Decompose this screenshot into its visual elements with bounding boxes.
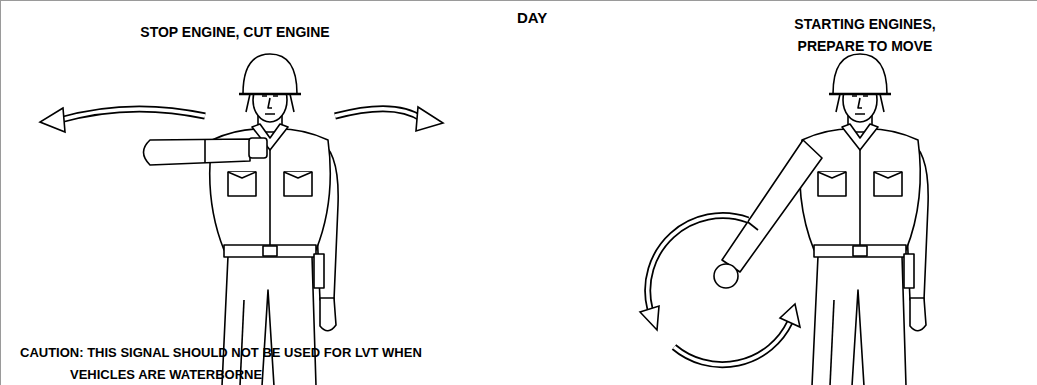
circular-arrow: [640, 216, 800, 365]
raised-arm: [144, 138, 268, 165]
frame-line: [0, 0, 1, 385]
motion-arrow: [40, 107, 443, 132]
frame-line: [0, 0, 1037, 1]
caution-note: CAUTION: THIS SIGNAL SHOULD NOT BE USED …: [20, 342, 465, 385]
signal-name: STARTING ENGINES, PREPARE TO MOVE: [765, 13, 965, 57]
signal-name: STOP ENGINE, CUT ENGINE: [85, 22, 385, 42]
soldier-figure: [800, 54, 928, 385]
panel-title: DAY: [517, 9, 547, 26]
soldier-figure: [210, 54, 338, 385]
